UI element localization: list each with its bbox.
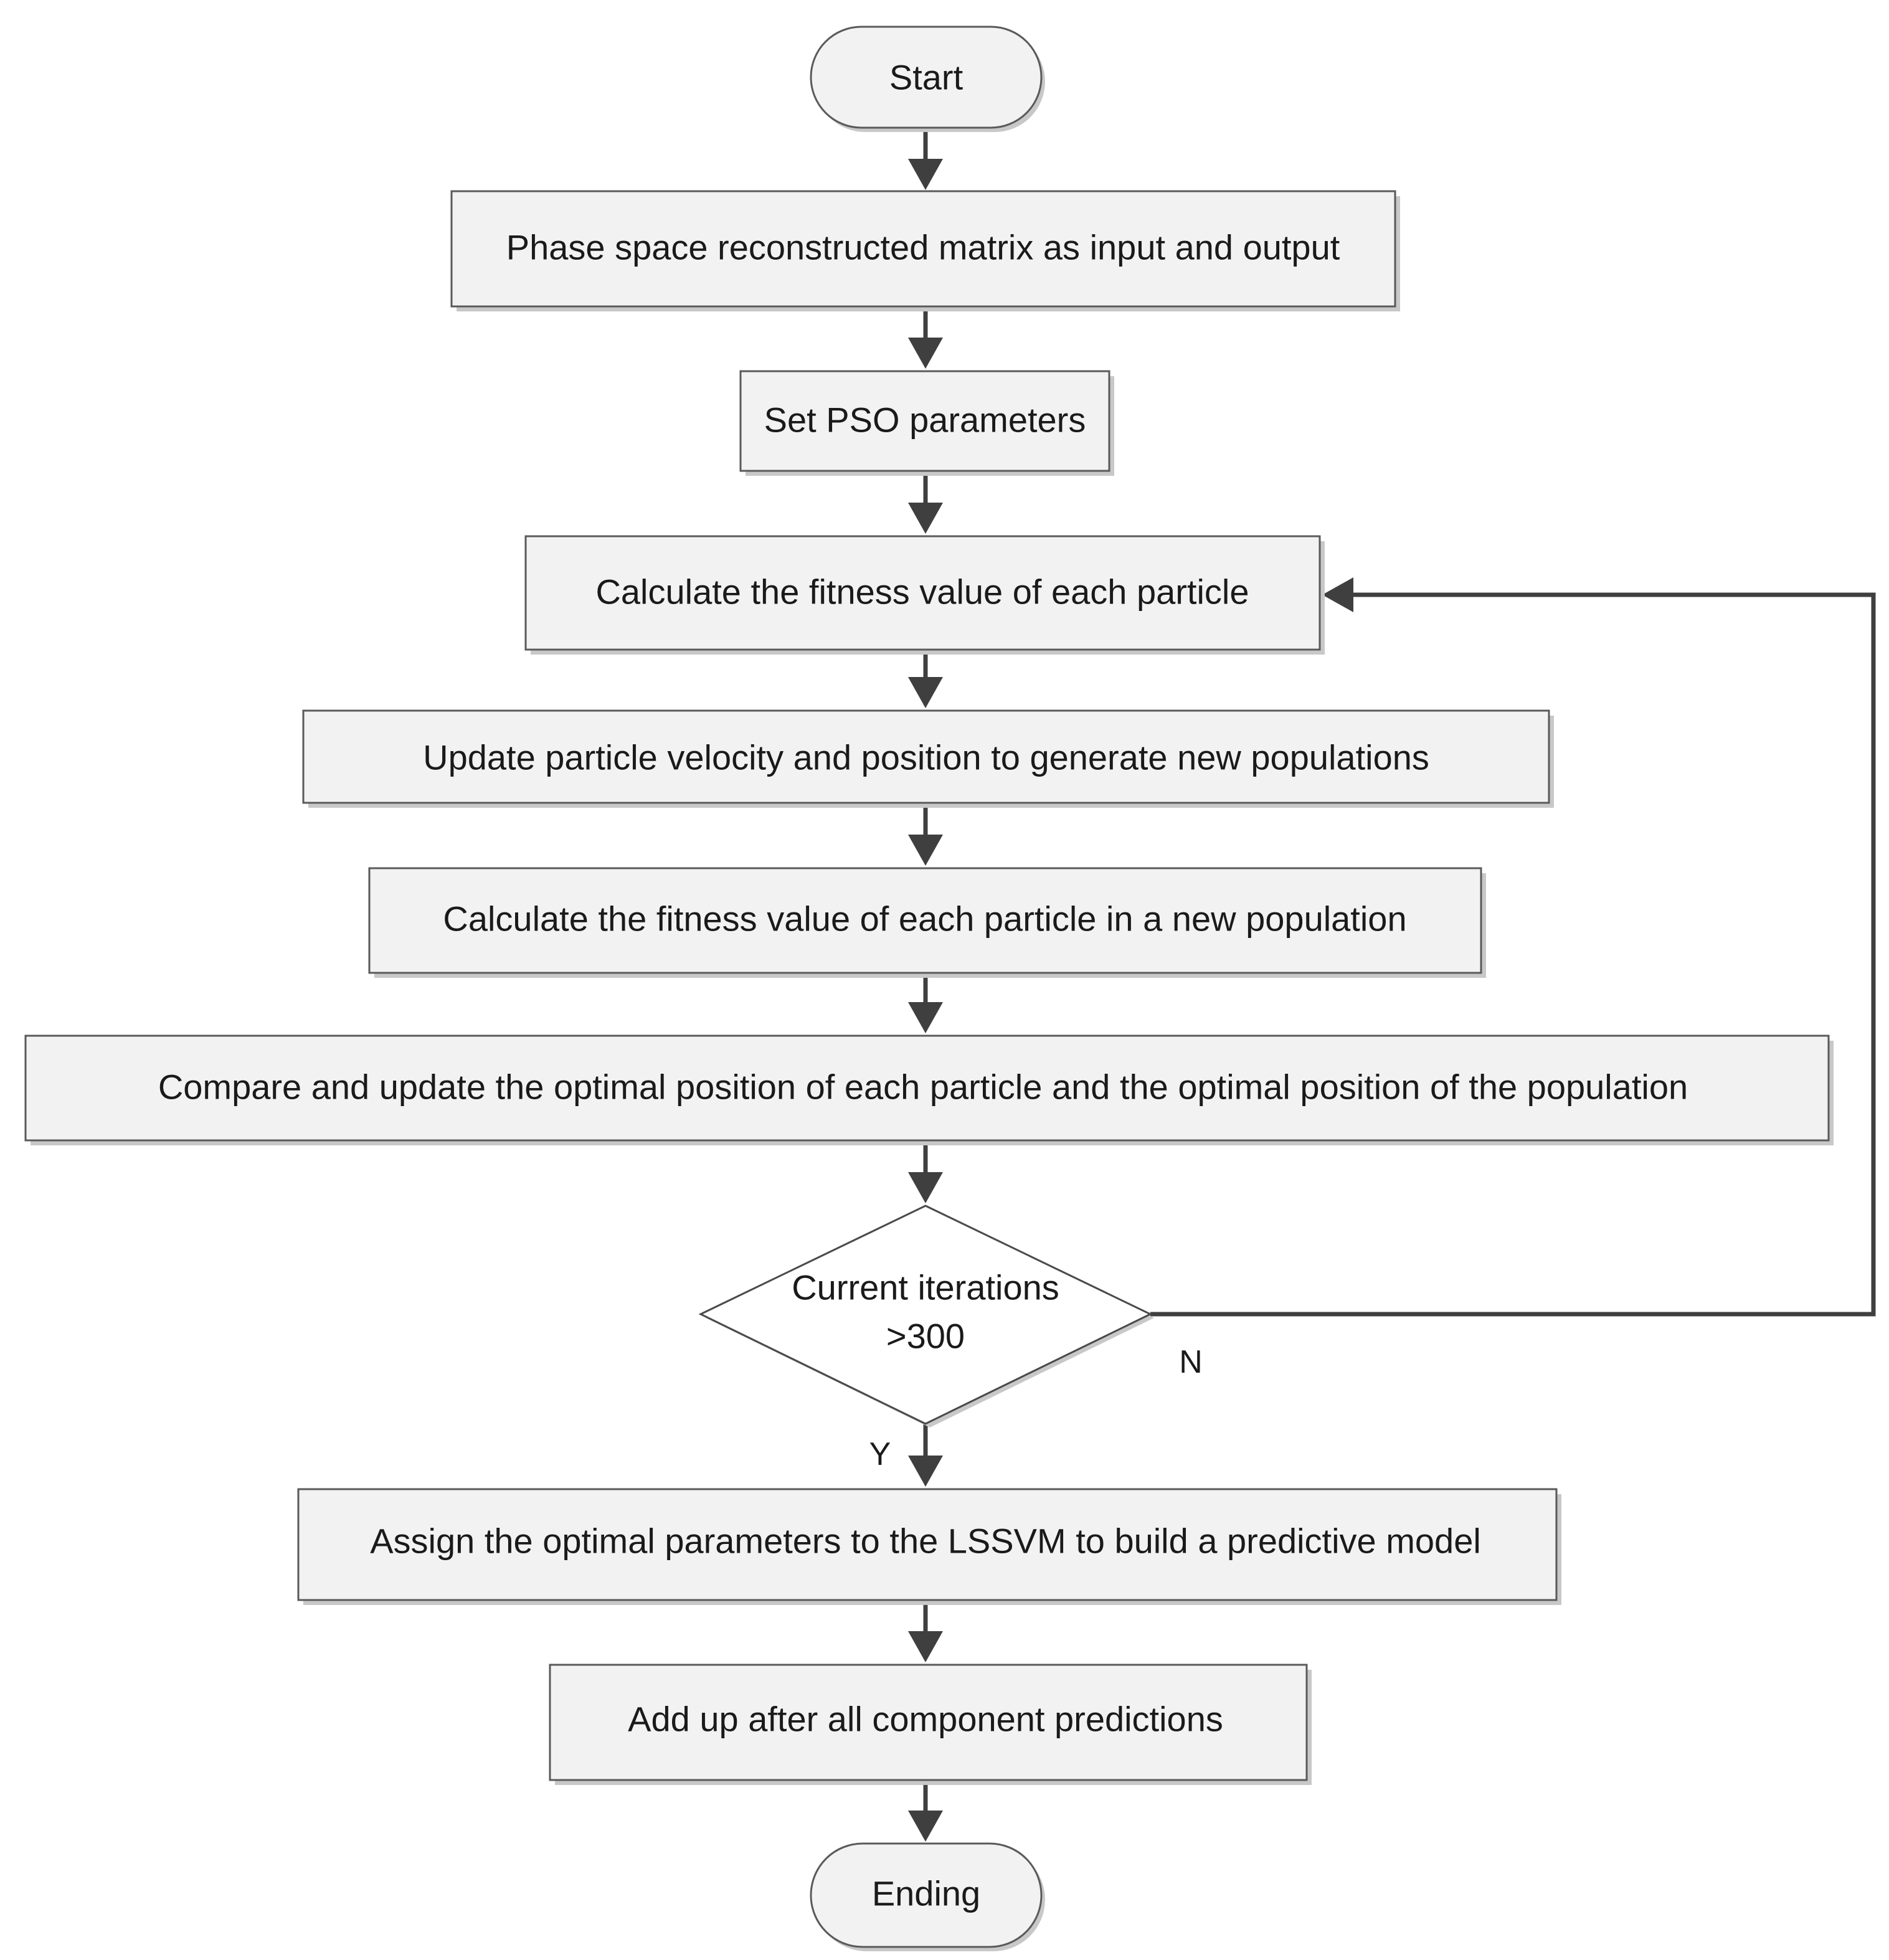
end-label: Ending <box>872 1874 980 1913</box>
step-label: Set PSO parameters <box>764 400 1086 440</box>
step-label: Update particle velocity and position to… <box>423 738 1429 777</box>
start-label: Start <box>889 58 963 97</box>
arrowhead-icon <box>908 1456 943 1487</box>
step-label: Assign the optimal parameters to the LSS… <box>370 1522 1481 1561</box>
step-add-up-predictions: Add up after all component predictions <box>549 1664 1312 1785</box>
arrowhead-icon <box>908 1002 943 1033</box>
step-label: Compare and update the optimal position … <box>158 1068 1688 1107</box>
arrowhead-icon <box>908 159 943 190</box>
arrowhead-icon <box>1322 577 1353 612</box>
decision-yes-label: Y <box>869 1436 891 1472</box>
arrowhead-icon <box>908 1811 943 1842</box>
step-compare-update-optimal: Compare and update the optimal position … <box>24 1034 1834 1145</box>
step-label: Calculate the fitness value of each part… <box>443 899 1406 939</box>
step-calculate-fitness: Calculate the fitness value of each part… <box>524 535 1325 655</box>
decision-line1: Current iterations <box>792 1268 1059 1307</box>
step-calculate-new-fitness: Calculate the fitness value of each part… <box>368 867 1486 978</box>
arrow-decision-no-loop <box>1150 592 1876 1317</box>
arrowhead-icon <box>908 1172 943 1203</box>
end-terminal: Ending <box>810 1842 1045 1951</box>
step-set-pso-parameters: Set PSO parameters <box>739 370 1114 476</box>
start-terminal: Start <box>810 26 1045 132</box>
arrowhead-icon <box>908 677 943 708</box>
decision-line2: >300 <box>886 1317 965 1356</box>
step-assign-lssvm: Assign the optimal parameters to the LSS… <box>297 1488 1561 1605</box>
arrowhead-icon <box>908 503 943 534</box>
connectors <box>908 128 1876 1842</box>
arrowhead-icon <box>908 338 943 369</box>
step-label: Add up after all component predictions <box>628 1700 1223 1739</box>
step-update-velocity-position: Update particle velocity and position to… <box>302 709 1554 808</box>
arrowhead-icon <box>908 835 943 866</box>
step-label: Calculate the fitness value of each part… <box>595 572 1249 612</box>
step-input-output: Phase space reconstructed matrix as inpu… <box>450 190 1400 311</box>
step-label: Phase space reconstructed matrix as inpu… <box>506 228 1340 267</box>
decision-no-label: N <box>1179 1344 1203 1380</box>
decision-iterations: Current iterations >300 <box>698 1205 1154 1427</box>
arrowhead-icon <box>908 1631 943 1662</box>
